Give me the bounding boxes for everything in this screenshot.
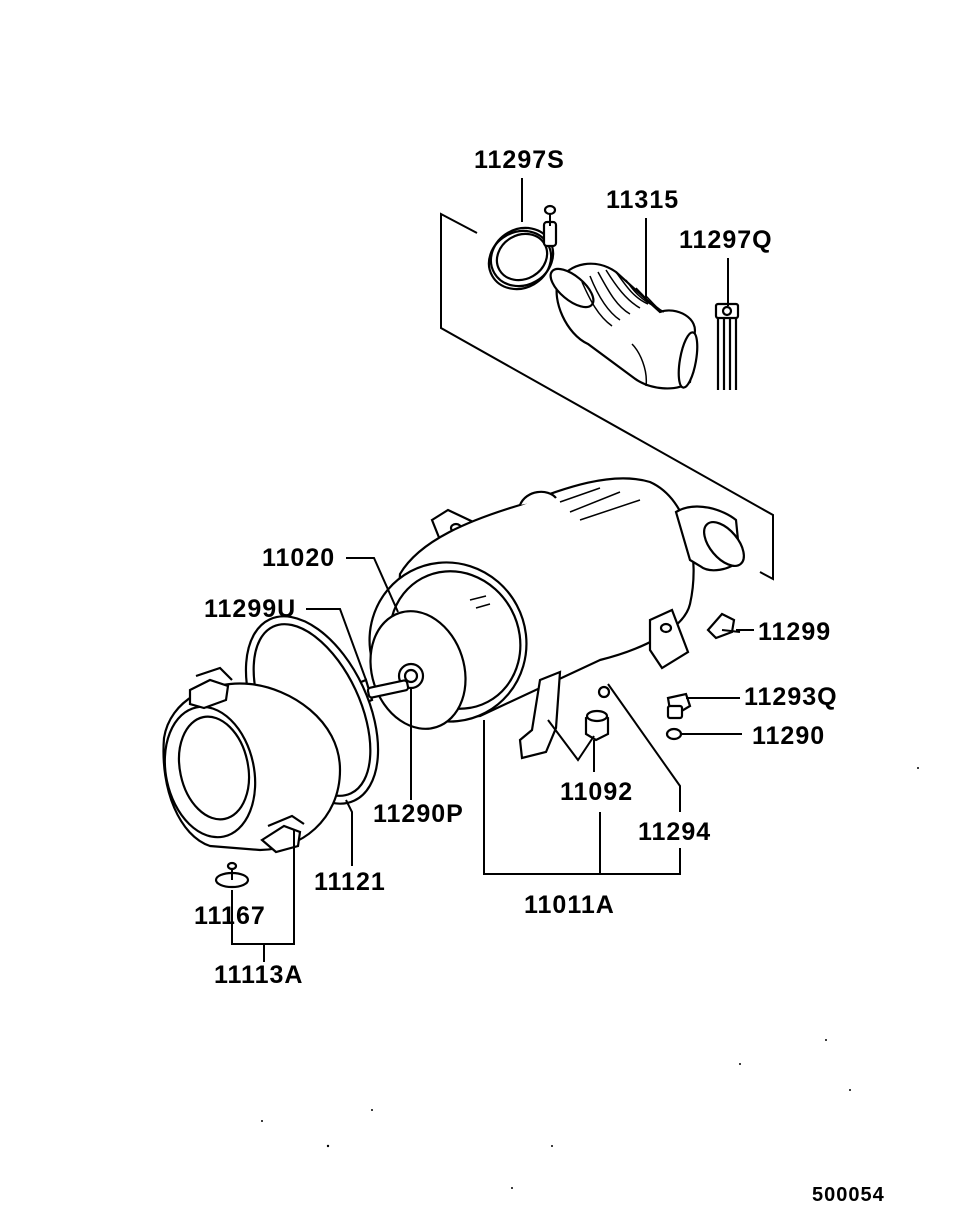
hose-clamp-bolt [666, 692, 692, 720]
air-intake-hose [549, 262, 699, 390]
label-11167: 11167 [194, 902, 266, 930]
label-11297Q: 11297Q [679, 226, 773, 254]
dust-cup-cover [162, 666, 342, 854]
leader-11299U [306, 608, 367, 681]
label-11113A: 11113A [214, 961, 303, 989]
leader-11020 [346, 557, 399, 613]
label-11293Q: 11293Q [744, 683, 838, 711]
retaining-clip [706, 612, 741, 640]
label-11299U: 11299U [204, 595, 296, 623]
washer [665, 727, 683, 741]
leader-11294 [607, 683, 681, 812]
air-cleaner-case [368, 477, 745, 760]
label-11294: 11294 [638, 818, 711, 846]
leader-11092 [547, 719, 595, 772]
label-11299: 11299 [758, 618, 831, 646]
mount-rubber-grommet [584, 709, 610, 742]
vacuator-valve [214, 861, 250, 889]
leader-11121 [345, 799, 353, 866]
leader-11011A [483, 720, 681, 875]
hose-clamp-large [487, 204, 558, 291]
label-11020: 11020 [262, 544, 335, 572]
label-11092: 11092 [560, 778, 633, 806]
label-11315: 11315 [606, 186, 679, 214]
scan-specks [261, 767, 919, 1189]
small-nut [597, 685, 611, 699]
diagram-number: 500054 [812, 1184, 885, 1206]
label-11290: 11290 [752, 722, 825, 750]
hose-group-bracket [440, 212, 774, 581]
label-11290P: 11290P [373, 800, 464, 828]
leader-11113A [231, 830, 295, 962]
hose-clip [714, 302, 740, 390]
label-11297S: 11297S [474, 146, 565, 174]
label-11011A: 11011A [524, 891, 615, 919]
label-11121: 11121 [314, 868, 386, 896]
